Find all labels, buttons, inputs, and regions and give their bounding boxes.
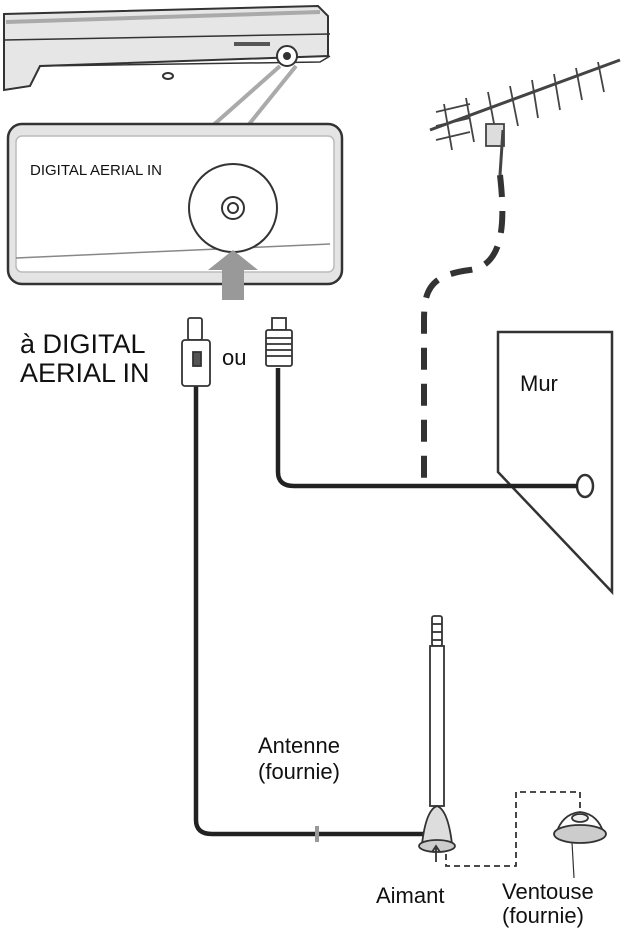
zoom-callout-lines <box>208 64 298 130</box>
antenna-label-line1: Antenne <box>258 733 340 758</box>
suction-cup-label-line2: (fournie) <box>502 903 584 928</box>
suction-cup-link <box>445 791 581 867</box>
roof-aerial-cable <box>421 174 506 480</box>
coax-connector-icon <box>265 317 293 367</box>
wall-illustration <box>496 330 614 596</box>
wall-cable <box>275 368 578 489</box>
antenna-label-line2: (fournie) <box>258 759 340 784</box>
roof-aerial-illustration <box>429 58 621 176</box>
antenna-cable <box>193 386 428 837</box>
digital-aerial-in-label: DIGITAL AERIAL IN <box>30 162 162 179</box>
or-label: ou <box>222 345 247 370</box>
to-digital-aerial-in-label-line1: à DIGITAL <box>20 329 146 359</box>
suction-cup-illustration <box>553 811 607 879</box>
insert-arrow-icon <box>208 250 258 300</box>
to-digital-aerial-in-label-line2: AERIAL IN <box>20 358 150 388</box>
wall-label: Mur <box>520 371 558 396</box>
jack-zoom-panel <box>6 122 344 286</box>
plug-connector-icon <box>181 317 211 387</box>
suction-cup-label-line1: Ventouse <box>502 879 594 904</box>
magnet-label: Aimant <box>376 883 445 908</box>
indoor-antenna-illustration <box>418 615 456 862</box>
dvd-player-illustration <box>3 4 331 92</box>
